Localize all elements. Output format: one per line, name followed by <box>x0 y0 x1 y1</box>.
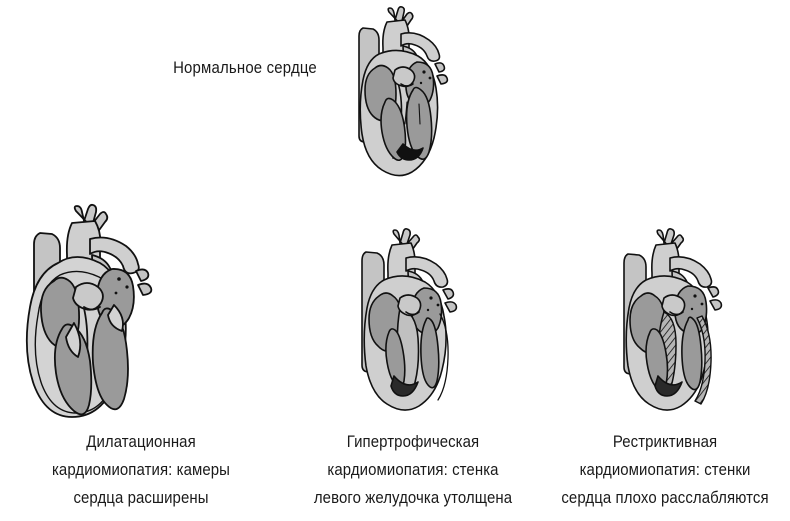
hypertrophic-heart-svg <box>361 228 458 411</box>
normal-heart-svg <box>358 6 449 177</box>
restrictive-caption-line-1: Рестриктивная <box>612 432 718 451</box>
hypertrophic-caption-line-2: кардиомиопатия: стенка <box>327 460 499 479</box>
hypertrophic-caption: Гипертрофическая кардиомиопатия: стенка … <box>268 428 558 512</box>
restrictive-caption-line-3: сердца плохо расслабляются <box>561 488 769 507</box>
restrictive-caption-line-2: кардиомиопатия: стенки <box>579 460 751 479</box>
dilated-caption-line-1: Дилатационная <box>86 432 196 451</box>
dilated-heart-svg <box>25 203 153 418</box>
normal-heart-figure <box>345 6 475 177</box>
restrictive-heart-figure <box>608 228 748 413</box>
hypertrophic-caption-line-1: Гипертрофическая <box>346 432 480 451</box>
dilated-caption: Дилатационная кардиомиопатия: камеры сер… <box>0 428 282 512</box>
dilated-caption-line-2: кардиомиопатия: камеры <box>51 460 231 479</box>
dilated-heart-figure <box>18 203 188 420</box>
normal-heart-label: Нормальное сердце <box>173 58 317 77</box>
hypertrophic-heart-figure <box>348 228 483 413</box>
restrictive-heart-svg <box>623 228 723 411</box>
restrictive-caption: Рестриктивная кардиомиопатия: стенки сер… <box>540 428 790 512</box>
dilated-caption-line-3: сердца расширены <box>73 488 209 507</box>
hypertrophic-caption-line-3: левого желудочка утолщена <box>313 488 513 507</box>
